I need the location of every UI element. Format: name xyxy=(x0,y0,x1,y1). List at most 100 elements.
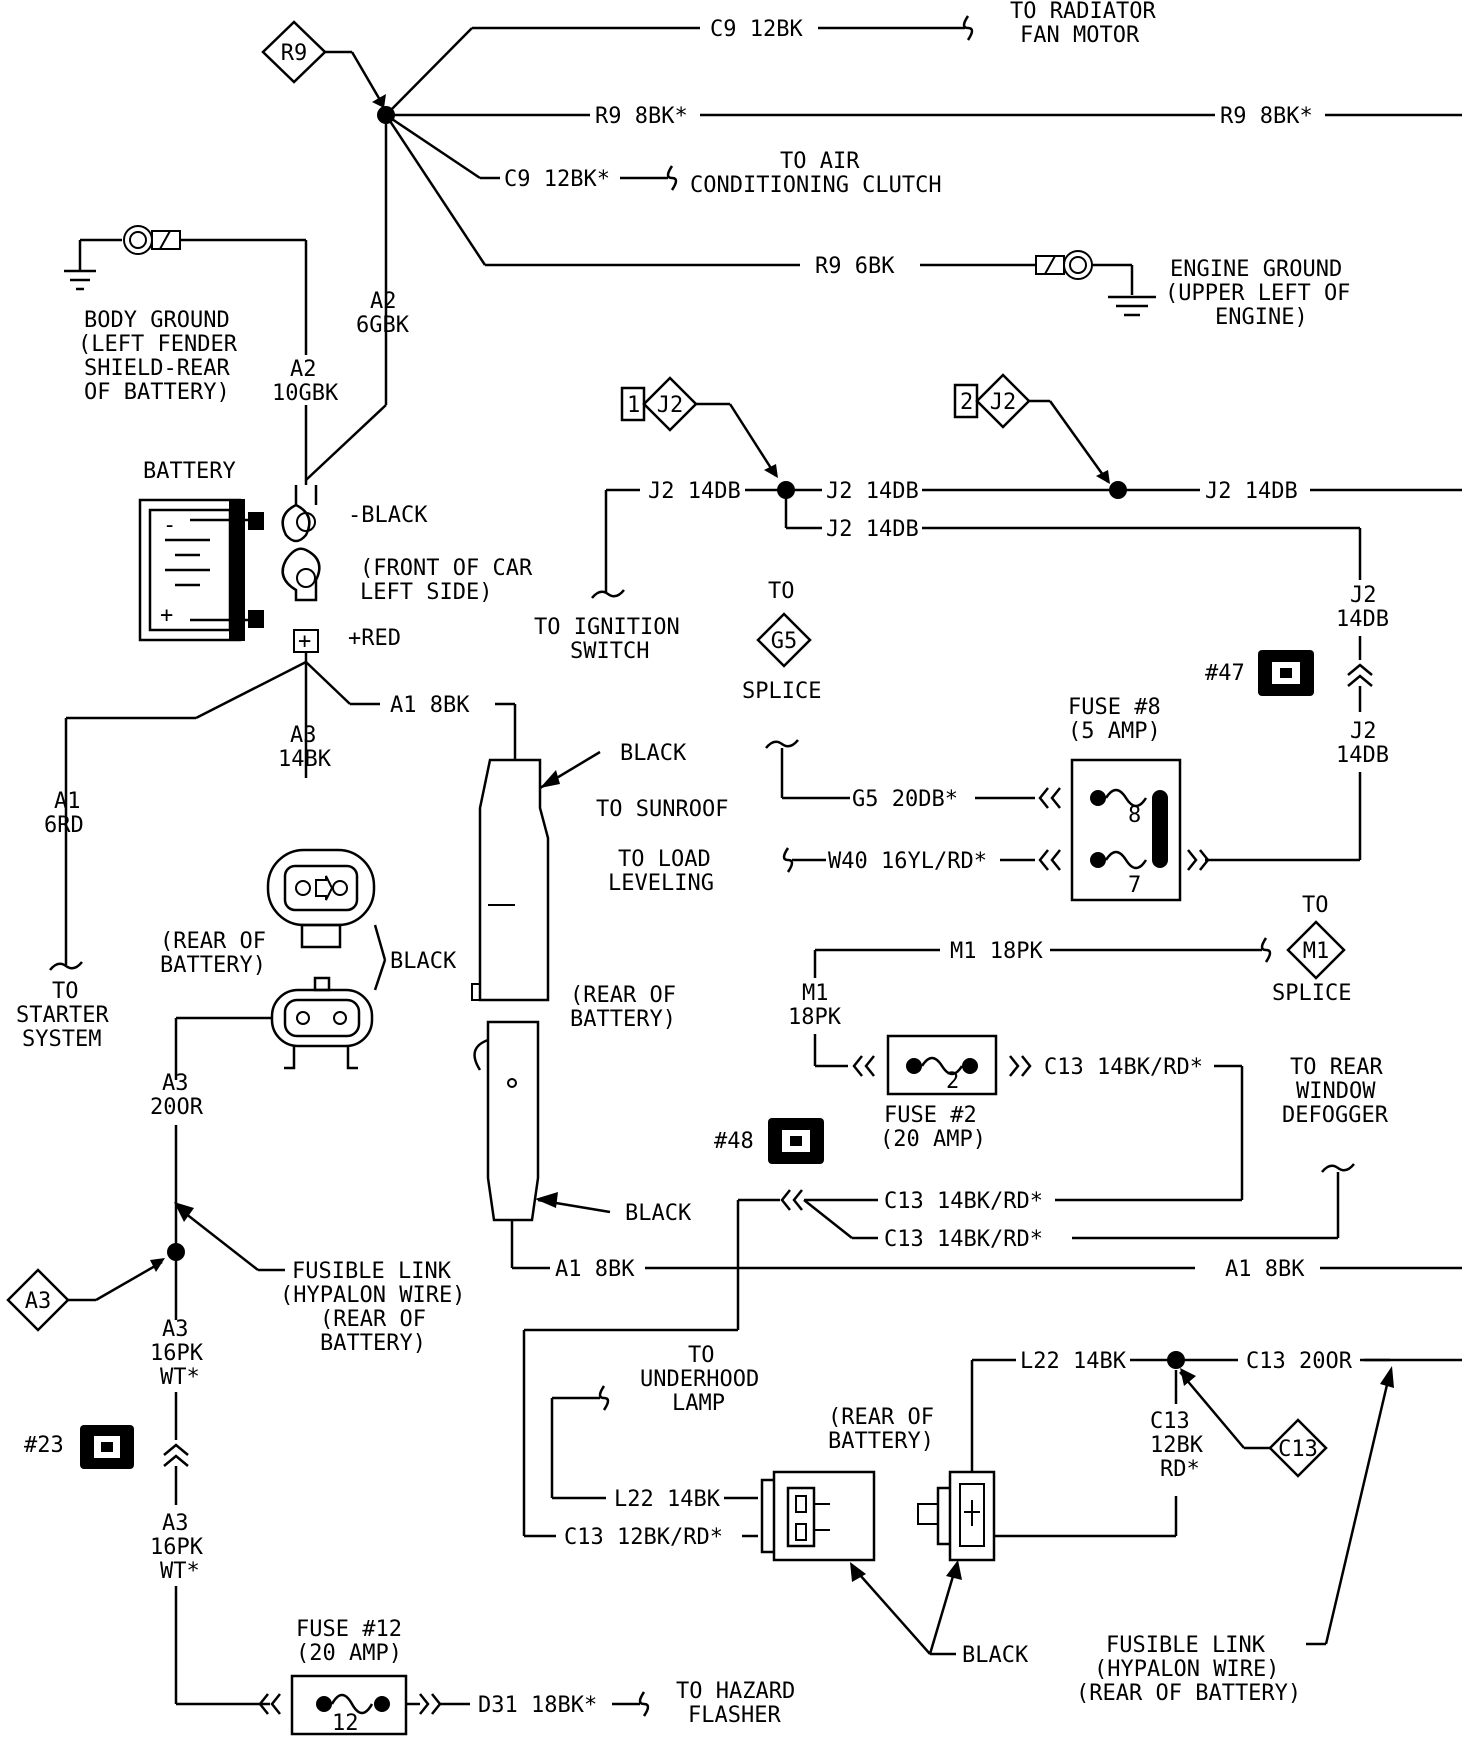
c13-label-a: C13 14BK/RD* xyxy=(884,1189,1043,1214)
positive-terminal-clamp: + xyxy=(281,547,321,654)
conn-23-label: #23 xyxy=(24,1433,64,1458)
d31-label: D31 18BK* xyxy=(478,1693,597,1718)
to-load-label-2: LEVELING xyxy=(608,871,714,896)
c13-12bk-label: C13 12BK/RD* xyxy=(564,1525,723,1550)
body-ground-label-3: SHIELD-REAR xyxy=(84,356,230,381)
g5-20db-label: G5 20DB* xyxy=(852,787,958,812)
j2-vert-bot-label-1: J2 xyxy=(1350,719,1377,744)
fuse-12: 12 xyxy=(258,1674,470,1736)
c13-20or-label: C13 20OR xyxy=(1246,1349,1353,1374)
connector-break xyxy=(1321,1163,1355,1173)
to-rear-label-2: WINDOW xyxy=(1296,1079,1376,1104)
connector-47-icon xyxy=(1258,650,1314,696)
j2-14db-mid2-label: J2 14DB xyxy=(826,517,919,542)
fusible-b-label-2: (HYPALON WIRE) xyxy=(1094,1657,1279,1682)
r9-tag-label: R9 xyxy=(281,41,308,66)
neg-black-label: -BLACK xyxy=(348,503,428,528)
engine-ground-label-1: ENGINE GROUND xyxy=(1170,257,1342,282)
fusible-link-upper xyxy=(471,758,550,1002)
a2-6gbk-label-2: 6GBK xyxy=(356,313,410,338)
a3-16pk-b-label-2: 16PK xyxy=(150,1535,204,1560)
a1-6rd-label-2: 6RD xyxy=(44,813,84,838)
a2-10gbk-label-2: 10GBK xyxy=(272,381,339,406)
c13-fuse-label: C13 14BK/RD* xyxy=(1044,1055,1203,1080)
fuse12-label-2: (20 AMP) xyxy=(296,1641,402,1666)
j2-14db-right-label: J2 14DB xyxy=(1205,479,1298,504)
a2-10gbk-label-1: A2 xyxy=(290,357,317,382)
m1-vert-label-2: 18PK xyxy=(788,1005,842,1030)
battery-pos-sign: + xyxy=(160,603,173,628)
a3-20or-label-2: 20OR xyxy=(150,1095,204,1120)
fusible-b-label-1: FUSIBLE LINK xyxy=(1106,1633,1266,1658)
a3-16pk-b-label-3: WT* xyxy=(160,1559,200,1584)
j2-tag-2-num: 2 xyxy=(960,390,973,415)
l22-label-b: L22 14BK xyxy=(1020,1349,1127,1374)
fuse8-label-1: FUSE #8 xyxy=(1068,695,1161,720)
a3-16pk-a-label-2: 16PK xyxy=(150,1341,204,1366)
m1-tag-label: M1 xyxy=(1303,939,1330,964)
fuse-8: 8 7 xyxy=(1038,758,1210,902)
connector-break xyxy=(1260,937,1272,963)
to-underhood-label-3: LAMP xyxy=(672,1391,725,1416)
a3-splice-node xyxy=(167,1243,185,1261)
fuse12-pin: 12 xyxy=(332,1711,359,1736)
fuse8-label-2: (5 AMP) xyxy=(1068,719,1161,744)
c13-tag-label: C13 xyxy=(1278,1437,1318,1462)
j2-tag-2: 2 J2 xyxy=(953,373,1110,484)
pos-terminal-plus: + xyxy=(298,629,311,654)
c9-12bk-top-label: C9 12BK xyxy=(710,17,803,42)
g5-tag: G5 xyxy=(756,612,812,668)
conn-47-label: #47 xyxy=(1205,661,1245,686)
body-ground-label-1: BODY GROUND xyxy=(84,308,230,333)
a3-tag-label: A3 xyxy=(25,1289,52,1314)
to-hazard-label-2: FLASHER xyxy=(688,1703,781,1728)
fusible-a-label-1: FUSIBLE LINK xyxy=(292,1259,452,1284)
to-load-label-1: TO LOAD xyxy=(618,847,711,872)
a2-6gbk-label-1: A2 xyxy=(370,289,397,314)
c13-vert-label-3: RD* xyxy=(1160,1457,1200,1482)
to-radiator-label: TO RADIATOR xyxy=(1010,0,1156,24)
connector-break xyxy=(782,847,794,873)
body-ground-label-4: OF BATTERY) xyxy=(84,380,230,405)
r9-tag: R9 xyxy=(261,20,386,108)
engine-ground-label-2: (UPPER LEFT OF xyxy=(1165,281,1350,306)
j2-14db-left-label: J2 14DB xyxy=(648,479,741,504)
j2-tag-1: 1 J2 xyxy=(620,376,778,478)
m1-tag: M1 xyxy=(1286,920,1346,980)
a3-20or-label-1: A3 xyxy=(162,1071,189,1096)
to-rear-label-3: DEFOGGER xyxy=(1282,1103,1389,1128)
inline-connector xyxy=(163,1443,189,1467)
m1-vert-label-1: M1 xyxy=(802,981,829,1006)
c13-vert-label-1: C13 xyxy=(1150,1409,1190,1434)
j2-tag-1-num: 1 xyxy=(627,393,640,418)
ac-clutch-label: CONDITIONING CLUTCH xyxy=(690,173,942,198)
c13-label-b: C13 14BK/RD* xyxy=(884,1227,1043,1252)
front-car-label-1: (FRONT OF CAR xyxy=(360,556,533,581)
to-hazard-label-1: TO HAZARD xyxy=(676,1679,795,1704)
c9-12bk-ac-label: C9 12BK* xyxy=(504,167,610,192)
a3-14bk-label-2: 14BK xyxy=(278,747,332,772)
to-ignition-label-2: SWITCH xyxy=(570,639,649,664)
battery-symbol: - + xyxy=(138,498,264,642)
battery-label: BATTERY xyxy=(143,459,236,484)
rear-batt-label-b-2: BATTERY) xyxy=(570,1007,676,1032)
j2-tag-1-label: J2 xyxy=(657,393,684,418)
j2-tag-2-label: J2 xyxy=(990,390,1017,415)
rear-battery-connector-left xyxy=(760,1470,876,1562)
fan-motor-label: FAN MOTOR xyxy=(1020,23,1140,48)
a3-14bk-label-1: A3 xyxy=(290,723,317,748)
w40-label: W40 16YL/RD* xyxy=(828,849,987,874)
c13-tag: C13 xyxy=(1179,1368,1328,1478)
connector-break xyxy=(962,15,974,41)
fusible-a-label-2: (HYPALON WIRE) xyxy=(280,1283,465,1308)
a3-16pk-a-label-3: WT* xyxy=(160,1365,200,1390)
connector-23-icon xyxy=(80,1425,134,1469)
connector-break xyxy=(638,1691,650,1717)
fuse-2: 2 xyxy=(852,1034,1032,1096)
rear-batt-label-c-1: (REAR OF xyxy=(828,1405,934,1430)
a1-8bk-label-b: A1 8BK xyxy=(1225,1257,1305,1282)
r9-6bk-label: R9 6BK xyxy=(815,254,895,279)
j2-14db-mid-label: J2 14DB xyxy=(826,479,919,504)
c13-vert-label-2: 12BK xyxy=(1150,1433,1204,1458)
